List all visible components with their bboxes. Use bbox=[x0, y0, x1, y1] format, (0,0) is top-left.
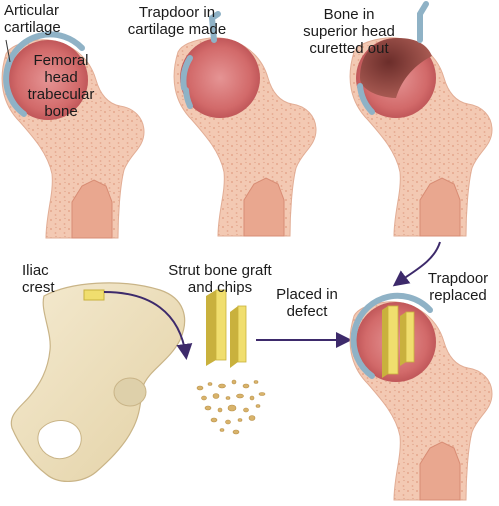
label-strut-graft: Strut bone graft and chips bbox=[168, 262, 272, 296]
iliac-crest-harvest-site bbox=[83, 289, 105, 301]
label-placed-in-defect: Placed in defect bbox=[276, 286, 338, 320]
arrow-harvest bbox=[103, 291, 193, 360]
curetted-cavity bbox=[360, 38, 432, 98]
cartilage-leader-line bbox=[5, 39, 11, 63]
placed-strut-grafts bbox=[382, 305, 415, 378]
pelvis-bone bbox=[10, 282, 186, 482]
label-iliac-crest: Iliac crest bbox=[22, 262, 55, 296]
femur-curetted bbox=[349, 1, 493, 237]
label-femoral-head: Femoral head trabecular bone bbox=[27, 52, 95, 120]
femur-trapdoor bbox=[173, 11, 317, 237]
femur-grafted bbox=[349, 292, 493, 501]
bone-chips bbox=[196, 379, 266, 435]
label-trapdoor-made: Trapdoor in cartilage made bbox=[127, 4, 227, 38]
trapdoor-flap bbox=[417, 1, 429, 43]
femur-normal bbox=[1, 31, 145, 239]
label-trapdoor-replaced: Trapdoor replaced bbox=[427, 270, 489, 304]
arrow-down bbox=[392, 241, 441, 287]
label-articular-cartilage: Articular cartilage bbox=[4, 2, 61, 36]
label-bone-curetted: Bone in superior head curetted out bbox=[303, 6, 395, 57]
trapdoor-flap bbox=[208, 11, 221, 43]
strut-grafts bbox=[206, 289, 247, 368]
